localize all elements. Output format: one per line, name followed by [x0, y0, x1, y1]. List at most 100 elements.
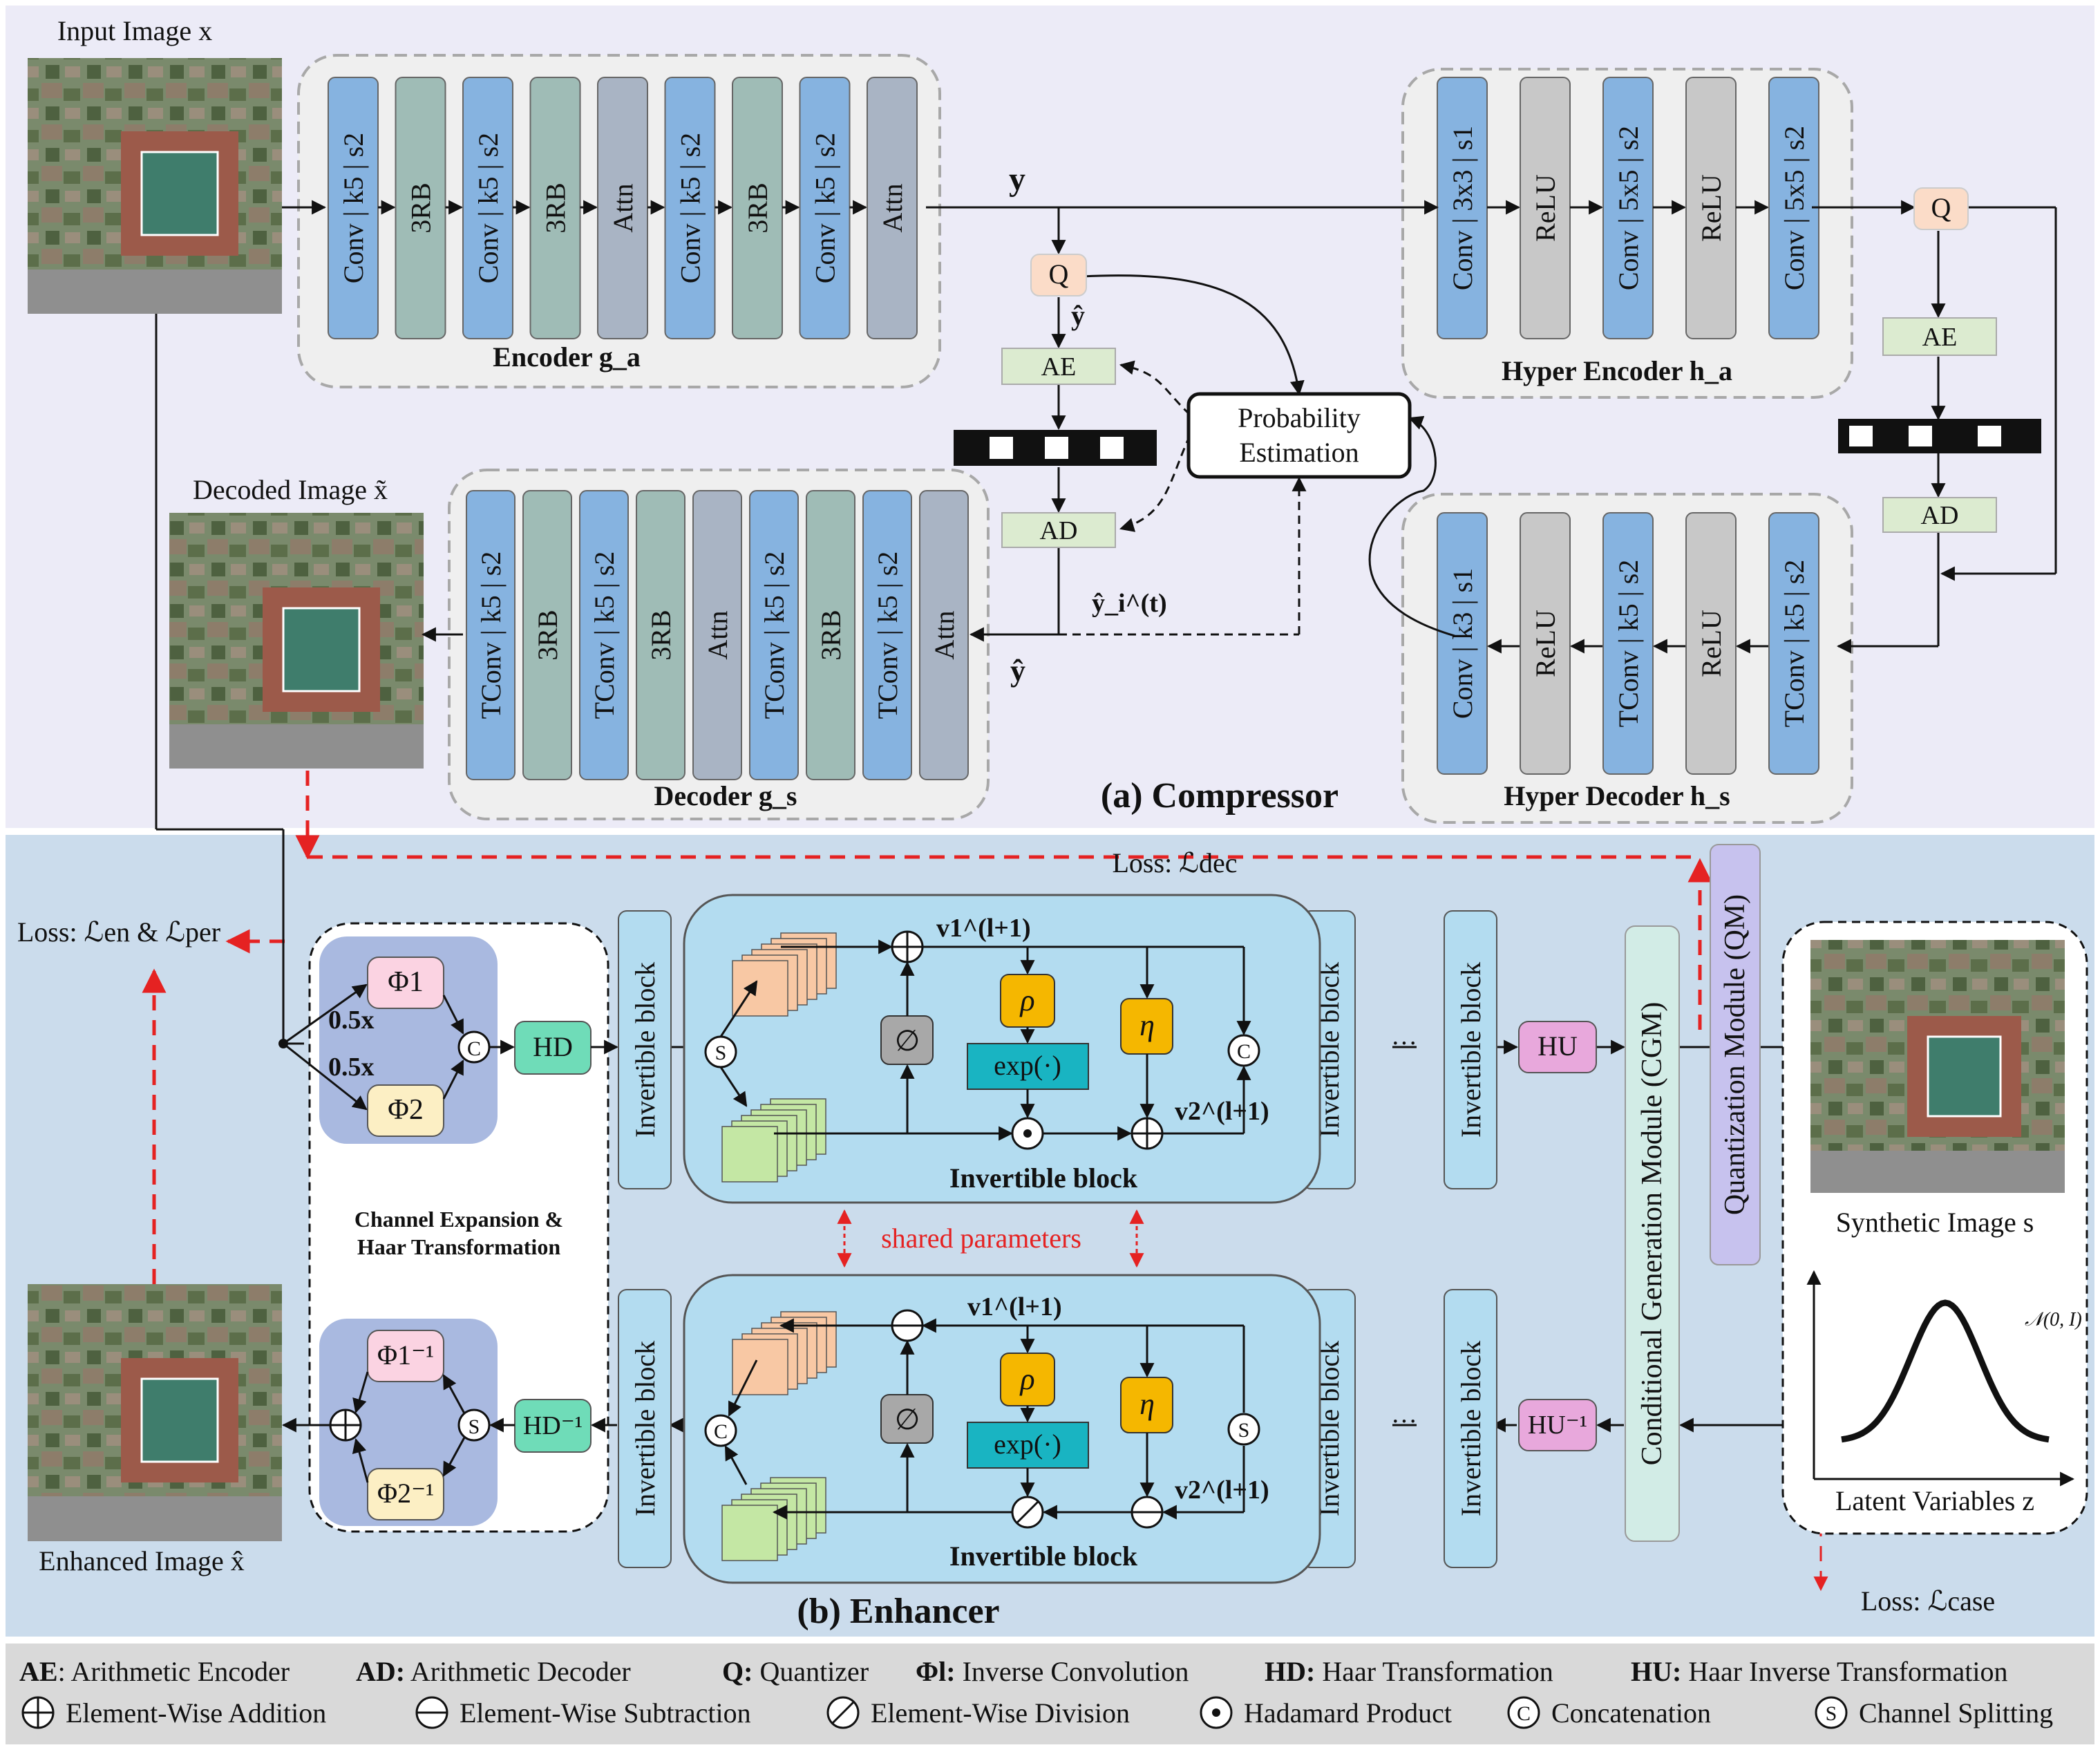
ad-node: [1001, 512, 1116, 548]
legend-text: Inverse Convolution: [956, 1656, 1189, 1687]
hyper-ad-node: [1882, 497, 1997, 533]
op-node: [704, 1414, 737, 1447]
legend-text: Hadamard Product: [1244, 1697, 1452, 1729]
layer-block: [522, 490, 572, 780]
legend-symbol: [1815, 1696, 1848, 1729]
bitstream-right: [1838, 419, 2041, 453]
legend-key: AD:: [356, 1656, 405, 1687]
dots-top: ···: [1391, 1029, 1417, 1058]
shared-parameter-arrows: [837, 1209, 1144, 1268]
layer-label: 3RB: [742, 182, 773, 233]
ad-label: AD: [1040, 516, 1078, 545]
hyper-decoder-label: Hyper Decoder h_s: [1504, 780, 1730, 811]
legend-key: AE: [19, 1656, 58, 1687]
legend-item: Φl: Inverse Convolution: [916, 1656, 1189, 1687]
legend-key: HU:: [1631, 1656, 1681, 1687]
rho-label: ρ: [1019, 1362, 1034, 1396]
layer-block: [1768, 512, 1819, 775]
hd-inv-label: HD⁻¹: [523, 1411, 583, 1440]
layer-block: [636, 490, 685, 780]
loss-dec-label: Loss: ℒdec: [1113, 847, 1238, 878]
hyper-encoder-label: Hyper Encoder h_a: [1502, 355, 1732, 386]
v1-label: v1^(l+1): [967, 1292, 1062, 1321]
layer-block: [919, 490, 969, 780]
phi2-inv-node: [367, 1468, 444, 1520]
invertible-bar-label: Invertible block: [630, 1341, 661, 1516]
legend-key: Q:: [722, 1656, 753, 1687]
invertible-bar: [1444, 910, 1497, 1189]
ae-node: [1001, 348, 1116, 385]
invertible-bar: [618, 910, 672, 1189]
layer-label: TConv | k5 | s2: [475, 552, 507, 719]
layer-label: Conv | 5x5 | s2: [1779, 126, 1810, 290]
layer-label: ReLU: [1696, 610, 1727, 677]
layer-label: 3RB: [406, 182, 437, 233]
probability-line-1: Probability: [1238, 402, 1361, 433]
probability-estimation-box: [1186, 392, 1412, 479]
eta-label: η: [1139, 1008, 1155, 1042]
layer-label: Attn: [607, 183, 638, 232]
phi2-label: Φ2: [388, 1094, 424, 1126]
probability-line-2: Estimation: [1239, 437, 1359, 468]
hyper-ad-label: AD: [1921, 501, 1959, 530]
rho-label: ρ: [1019, 983, 1034, 1017]
phi1-inv-label: Φ1⁻¹: [377, 1339, 434, 1370]
layer-block: [692, 490, 742, 780]
layer-label: TConv | k5 | s2: [589, 552, 620, 719]
channel-expansion-line-2: Haar Transformation: [357, 1234, 560, 1259]
layer-label: Conv | k5 | s2: [675, 133, 706, 283]
legend-text: Arithmetic Decoder: [405, 1656, 631, 1687]
legend-text: Haar Inverse Transformation: [1681, 1656, 2007, 1687]
phi2-inv-label: Φ2⁻¹: [377, 1478, 434, 1509]
decoded-image: [169, 513, 424, 769]
cgm-label: Conditional Generation Module (CGM): [1636, 1002, 1668, 1466]
layer-block: [749, 490, 799, 780]
phi1-label: Φ1: [388, 966, 424, 998]
invertible-bar-label: Invertible block: [630, 962, 661, 1138]
probability-links: [1059, 360, 1307, 636]
layer-label: TConv | k5 | s2: [1779, 560, 1810, 728]
legend-key: Φl:: [916, 1656, 956, 1687]
layer-label: 3RB: [532, 610, 563, 660]
legend-text: Element-Wise Division: [871, 1697, 1130, 1729]
v1-label: v1^(l+1): [936, 914, 1031, 943]
legend-symbol: [1507, 1696, 1540, 1729]
layer-label: ReLU: [1530, 610, 1561, 677]
loss-case-label: Loss: ℒcase: [1861, 1585, 1995, 1617]
phi1-node: [367, 957, 444, 1009]
half-x-bottom: 0.5x: [328, 1053, 375, 1082]
layer-label: Conv | k5 | s2: [338, 133, 369, 283]
legend-key: HD:: [1265, 1656, 1315, 1687]
legend-text: Element-Wise Subtraction: [460, 1697, 751, 1729]
half-x-top: 0.5x: [328, 1006, 375, 1035]
layer-block: [862, 490, 912, 780]
layer-block: [806, 490, 855, 780]
legend-text: Haar Transformation: [1315, 1656, 1553, 1687]
decoded-image-label: Decoded Image x̃: [193, 474, 388, 505]
enhancer-title: (b) Enhancer: [797, 1592, 999, 1631]
yhat-t-label: ŷ_i^(t): [1092, 589, 1167, 618]
layer-label: ReLU: [1530, 174, 1561, 242]
concat-op-forward-label: C: [467, 1037, 481, 1060]
v2-label: v2^(l+1): [1175, 1097, 1269, 1126]
legend-item: Q: Quantizer: [722, 1656, 869, 1687]
input-image: [28, 58, 282, 314]
invertible-bar-label: Invertible block: [1455, 1341, 1486, 1516]
legend-text: Quantizer: [753, 1656, 869, 1687]
legend-item: AD: Arithmetic Decoder: [356, 1656, 631, 1687]
ae-label: AE: [1041, 352, 1077, 382]
layer-label: 3RB: [540, 182, 571, 233]
layer-block: [579, 490, 629, 780]
loss-dashes: [142, 771, 1828, 1592]
layer-label: 3RB: [815, 610, 846, 660]
layer-label: 3RB: [645, 610, 677, 660]
hyper-ae-label: AE: [1922, 323, 1958, 352]
exp-label: exp(·): [994, 1050, 1061, 1081]
gaussian-curve: [1841, 1299, 2050, 1443]
shared-parameters-label: shared parameters: [881, 1223, 1081, 1254]
decoder-label: Decoder g_s: [654, 780, 797, 811]
